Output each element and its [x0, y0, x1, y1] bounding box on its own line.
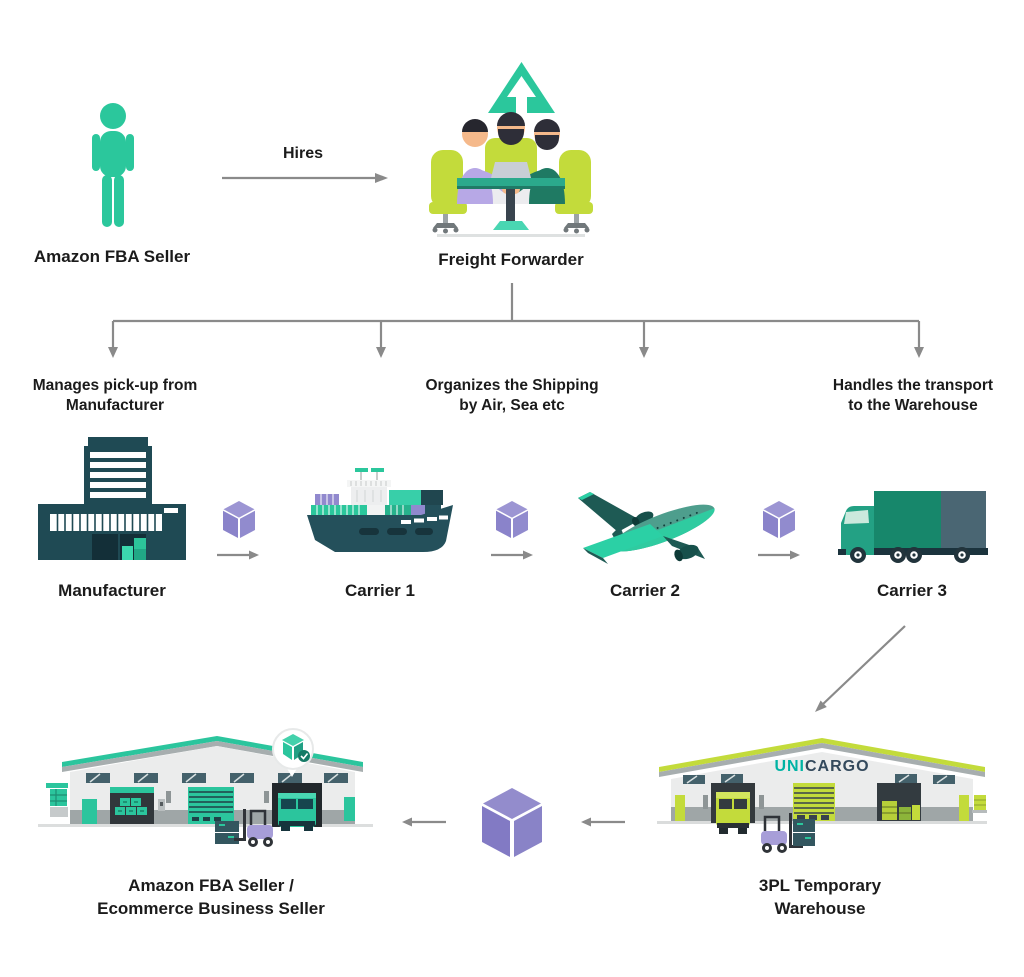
package-check-bubble-icon [272, 728, 314, 777]
truck-icon [838, 491, 988, 563]
chain-label-carrier1: Carrier 1 [345, 581, 415, 600]
flow-arrow-left [402, 817, 446, 827]
branch-label-shipping: Organizes the Shipping by Air, Sea etc [425, 377, 599, 414]
unicargo-brand-text: UNICARGO [774, 758, 869, 775]
hires-arrow [222, 173, 388, 183]
flow-arrow-left [581, 817, 625, 827]
seller-warehouse-icon [38, 728, 373, 847]
chain-label-carrier2: Carrier 2 [610, 581, 680, 600]
chain-label-manufacturer: Manufacturer [58, 581, 166, 600]
package-cube-icon [482, 788, 542, 857]
factory-building-icon [38, 437, 186, 560]
seller-label: Amazon FBA Seller [33, 247, 191, 266]
branch-label-pickup: Manages pick-up from Manufacturer [32, 377, 198, 414]
package-cube-icon [496, 501, 528, 538]
warehouse-3pl-icon: UNICARGO [657, 738, 987, 853]
branch-connector [108, 283, 924, 358]
warehouse-3pl-label: 3PL Temporary Warehouse [758, 876, 882, 918]
flow-arrow-diagonal [815, 625, 906, 712]
branch-label-transport: Handles the transport to the Warehouse [832, 377, 994, 414]
package-cube-icon [763, 501, 795, 538]
flow-arrow-right [758, 550, 800, 560]
package-cube-icon [223, 501, 255, 538]
flow-arrow-right [491, 550, 533, 560]
forklift-icon [215, 809, 273, 847]
airplane-icon [578, 492, 715, 564]
hires-label: Hires [282, 145, 324, 162]
seller-warehouse-label: Amazon FBA Seller / Ecommerce Business S… [97, 876, 325, 918]
forklift-icon [761, 813, 815, 853]
cargo-ship-icon [307, 468, 453, 552]
flow-arrow-right [217, 550, 259, 560]
chain-label-carrier3: Carrier 3 [877, 581, 947, 600]
triangle-arrow-logo-icon [488, 62, 555, 113]
handshake-meeting-icon [429, 62, 593, 237]
forwarder-label: Freight Forwarder [438, 250, 584, 269]
person-icon [92, 103, 134, 227]
